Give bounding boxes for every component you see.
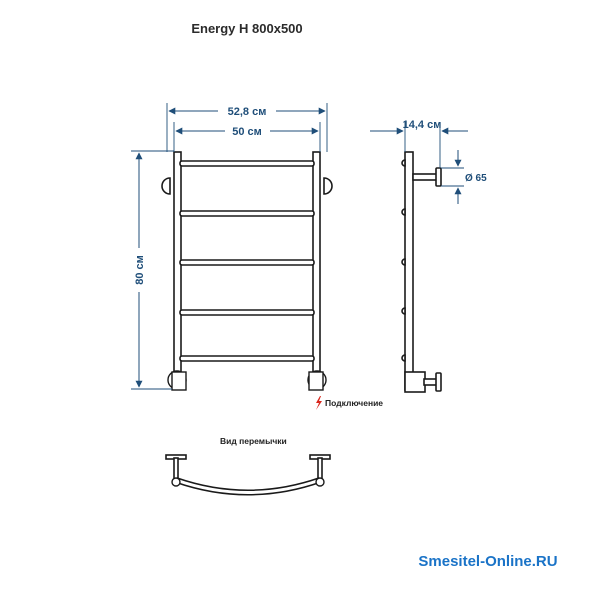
- left-post: [173, 151, 182, 389]
- connection-fitting: [308, 371, 324, 391]
- rung: [179, 355, 315, 362]
- outer-width-label: 52,8 см: [228, 106, 267, 118]
- jumper-view-label: Вид перемычки: [220, 436, 287, 446]
- connection-note: Подключение: [316, 396, 383, 410]
- diameter-label: Ø 65: [465, 173, 487, 184]
- inner-width-label: 50 см: [232, 126, 262, 138]
- rung: [179, 259, 315, 266]
- side-wall-mount: [412, 173, 439, 181]
- bottom-connections: [167, 370, 327, 391]
- rung: [179, 309, 315, 316]
- connection-fitting: [171, 371, 187, 391]
- side-connection-plate: [435, 372, 442, 392]
- side-post: [404, 151, 414, 391]
- height-label: 80 см: [134, 255, 146, 285]
- depth-label: 14,4 см: [403, 119, 442, 131]
- connection-label: Подключение: [325, 398, 383, 408]
- right-post: [312, 151, 321, 389]
- side-wall-plate: [435, 167, 442, 187]
- jumper-view: Вид перемычки: [165, 436, 331, 496]
- brand-watermark: Smesitel-Online.RU: [418, 553, 557, 570]
- lightning-icon: [316, 396, 322, 410]
- front-view: 52,8 см 50 см 80 см: [131, 103, 333, 391]
- drawing-title: Energy H 800x500: [191, 21, 302, 36]
- upper-wall-mounts: [161, 177, 333, 195]
- side-connection: [404, 371, 426, 393]
- side-view: 14,4 см Ø 65: [370, 119, 487, 393]
- rungs: [179, 160, 315, 362]
- rung: [179, 210, 315, 217]
- wall-mount: [161, 177, 171, 195]
- wall-mount: [323, 177, 333, 195]
- rung: [179, 160, 315, 167]
